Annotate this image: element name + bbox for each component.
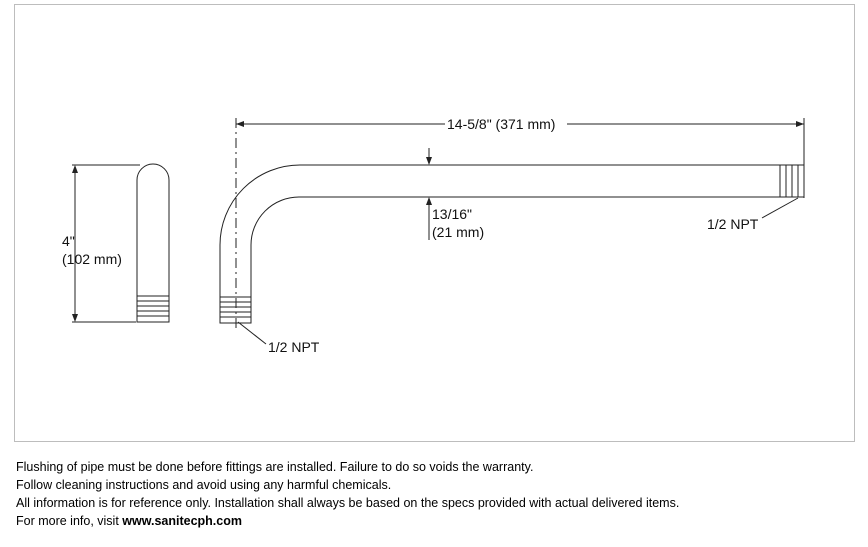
- diameter-dimension-inch-label: 13/16": [432, 206, 472, 222]
- diameter-dimension-mm-label: (21 mm): [432, 224, 484, 240]
- top-view: [219, 118, 805, 345]
- height-dimension-inch-label: 4": [62, 233, 75, 249]
- side-view: [72, 163, 170, 323]
- note-more-info: For more info, visit www.sanitecph.com: [16, 512, 856, 530]
- note-cleaning: Follow cleaning instructions and avoid u…: [16, 478, 392, 492]
- length-dimension-label: 14-5/8" (371 mm): [447, 116, 555, 132]
- more-info-text: For more info, visit: [16, 514, 123, 528]
- website-link[interactable]: www.sanitecph.com: [122, 514, 242, 528]
- note-flushing: Flushing of pipe must be done before fit…: [16, 460, 534, 474]
- right-thread-label: 1/2 NPT: [707, 216, 759, 232]
- left-thread-label: 1/2 NPT: [268, 339, 320, 355]
- height-dimension-mm-label: (102 mm): [62, 251, 122, 267]
- diagram-frame: [14, 4, 855, 442]
- notes-block: Flushing of pipe must be done before fit…: [16, 458, 856, 530]
- note-reference: All information is for reference only. I…: [16, 496, 680, 510]
